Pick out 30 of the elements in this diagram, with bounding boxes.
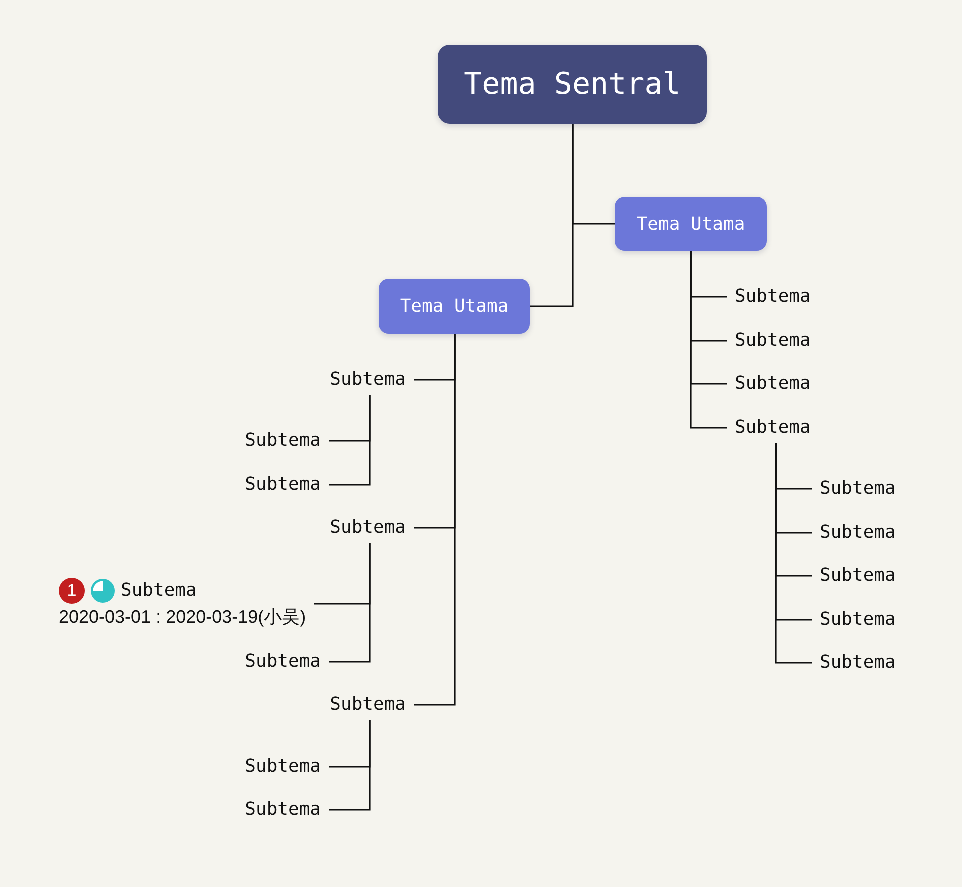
topic-text: Subtema bbox=[727, 282, 819, 312]
topic-text: Subtema bbox=[812, 648, 904, 678]
topic-text: Subtema bbox=[237, 795, 329, 825]
topic-text: Subtema bbox=[812, 474, 904, 504]
topic-text: Subtema bbox=[322, 513, 414, 543]
connector-line bbox=[329, 720, 371, 811]
topic-text: Subtema bbox=[727, 369, 819, 399]
connector-line bbox=[530, 124, 574, 308]
connector-line bbox=[414, 334, 456, 706]
connector-line bbox=[329, 395, 371, 486]
main-topic-box: Tema Utama bbox=[615, 197, 767, 251]
central-topic-box: Tema Sentral bbox=[438, 45, 707, 124]
number-badge: 1 bbox=[59, 578, 85, 604]
topic-text: Subtema bbox=[237, 647, 329, 677]
topic-text: Subtema bbox=[322, 365, 414, 395]
connector-line bbox=[775, 443, 812, 664]
topic-text: Subtema bbox=[812, 605, 904, 635]
topic-text: Subtema bbox=[237, 470, 329, 500]
main-topic-box: Tema Utama bbox=[379, 279, 530, 334]
date-range-text: 2020-03-01 : 2020-03-19(小吴) bbox=[59, 606, 306, 629]
topic-text: Subtema bbox=[237, 752, 329, 782]
connector-line bbox=[329, 543, 371, 663]
topic-text: Subtema bbox=[812, 561, 904, 591]
connector-line bbox=[690, 251, 727, 429]
topic-text: Subtema bbox=[727, 326, 819, 356]
topic-text: Subtema bbox=[121, 580, 197, 602]
topic-text: Subtema bbox=[727, 413, 819, 443]
topic-text: Subtema bbox=[812, 518, 904, 548]
topic-text: Subtema bbox=[322, 690, 414, 720]
topic-text: Subtema bbox=[237, 426, 329, 456]
